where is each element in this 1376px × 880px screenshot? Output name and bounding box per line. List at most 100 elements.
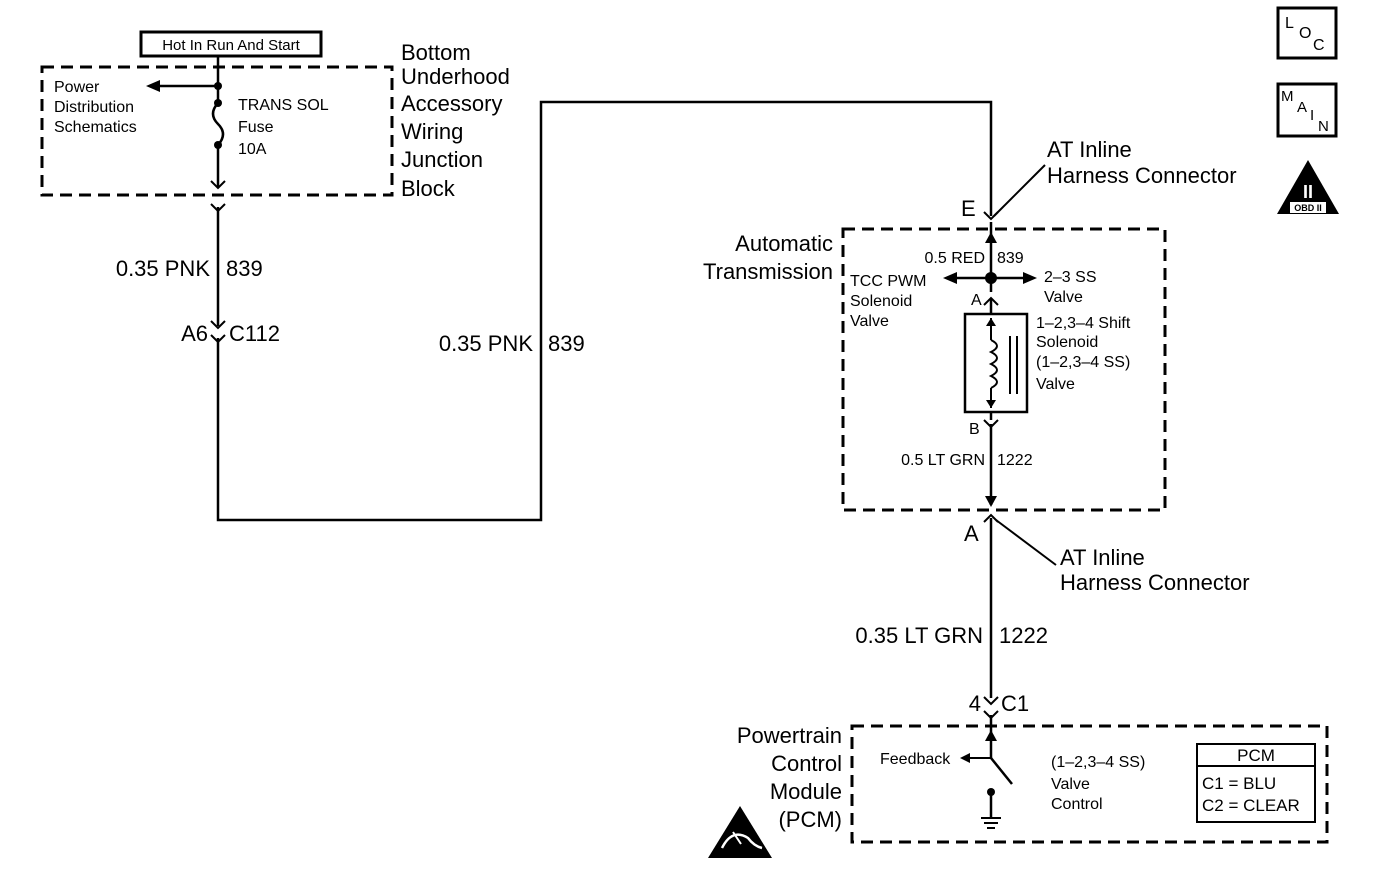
red-wire-arrowhead (985, 232, 997, 243)
solenoid-coil (988, 339, 998, 389)
c112-pin: A6 (181, 321, 208, 346)
pnk-wire-circuit: 839 (226, 256, 263, 281)
pcm-name: Powertrain Control Module (PCM) (737, 723, 842, 832)
red-wire-circuit: 839 (997, 250, 1024, 267)
solenoid-pin-b: B (969, 421, 980, 438)
inline-connector-e-pin: E (961, 196, 976, 221)
valve-control-line: Control (1051, 796, 1103, 813)
solenoid-pin-a: A (971, 292, 982, 309)
pcm-name-line: Module (770, 779, 842, 804)
solenoid-box (963, 312, 1029, 414)
inline-connector-a-pin: A (964, 521, 979, 546)
ss23-line: Valve (1044, 289, 1083, 306)
main-icon[interactable]: M A I N (1276, 82, 1338, 138)
loc-icon-letter: C (1313, 37, 1325, 54)
pcm-legend-title: PCM (1237, 746, 1275, 765)
pcm-switch-blade (990, 757, 1013, 785)
loc-icon[interactable]: L O C (1276, 6, 1338, 60)
power-distribution-line: Power (54, 79, 100, 96)
solenoid-label: 1–2,3–4 Shift Solenoid (1–2,3–4 SS) Valv… (1036, 315, 1131, 393)
fuse-block-female-terminal (210, 180, 226, 190)
pnk-wire-2-circuit: 839 (548, 331, 585, 356)
power-distribution-line: Distribution (54, 99, 134, 116)
fuse-symbol (211, 102, 225, 146)
hot-in-run-label-box (139, 30, 323, 58)
main-icon-letter: M (1281, 88, 1294, 105)
inline-connector-e-leader (993, 164, 1046, 217)
pcm-legend-box (1196, 743, 1316, 823)
power-distribution-arrowhead (146, 80, 160, 92)
lt-grn-wire-size-color: 0.5 LT GRN (901, 452, 985, 469)
inline-connector-a-label-line: AT Inline (1060, 545, 1145, 570)
obd-ii-text: OBD II (1294, 203, 1322, 213)
transmission-name-line: Transmission (703, 259, 833, 284)
inline-connector-a-label-line: Harness Connector (1060, 570, 1250, 595)
pnk-wire-2-size-color: 0.35 PNK (439, 331, 533, 356)
pcm-legend-line: C1 = BLU (1202, 774, 1276, 793)
fuse-block-name-line: Wiring (401, 119, 463, 144)
tcc-pwm-line: TCC PWM (850, 273, 926, 290)
loc-icon-letter: O (1299, 25, 1311, 42)
pnk-wire-route (216, 100, 993, 522)
valve-control-line: (1–2,3–4 SS) (1051, 754, 1145, 771)
lt-grn-wire-arrowhead (985, 496, 997, 507)
inline-connector-e-label-line: AT Inline (1047, 137, 1132, 162)
pcm-name-line: Powertrain (737, 723, 842, 748)
ss23-arrowhead (1023, 272, 1037, 284)
feedback-arrowhead (960, 753, 970, 763)
fuse-label-line: 10A (238, 141, 267, 158)
transmission-name-line: Automatic (735, 231, 833, 256)
solenoid-lead-bottom-arrow (986, 400, 996, 408)
c1-pin: 4 (969, 691, 981, 716)
main-icon-letter: A (1297, 99, 1307, 116)
fuse-block-name-line: Underhood (401, 64, 510, 89)
pcm-name-line: (PCM) (778, 807, 842, 832)
solenoid-label-line: 1–2,3–4 Shift (1036, 315, 1131, 332)
c1-name: C1 (1001, 691, 1029, 716)
pcm-outline (850, 724, 1329, 844)
fuse-block-name-line: Bottom (401, 40, 471, 65)
tcc-pwm-label: TCC PWM Solenoid Valve (850, 273, 926, 330)
hot-in-run-label: Hot In Run And Start (162, 37, 300, 54)
obd-ii-roman: II (1303, 182, 1313, 202)
fuse-label-line: Fuse (238, 119, 274, 136)
main-icon-letter: I (1310, 107, 1314, 124)
solenoid-lead-top-arrow (986, 318, 996, 326)
c112-name: C112 (229, 321, 280, 346)
power-distribution-label: Power Distribution Schematics (54, 79, 137, 136)
valve-control-line: Valve (1051, 776, 1090, 793)
splice-dot (214, 82, 222, 90)
lt-grn-wire-circuit: 1222 (997, 452, 1033, 469)
solenoid-label-line: Valve (1036, 376, 1075, 393)
solenoid-label-line: (1–2,3–4 SS) (1036, 354, 1130, 371)
c1-female-terminal (983, 696, 999, 706)
pcm-input-arrowhead (985, 730, 997, 741)
fuse-block-name: Bottom Underhood Accessory Wiring Juncti… (401, 40, 510, 201)
inline-connector-e-label-line: Harness Connector (1047, 163, 1237, 188)
transmission-outline (841, 227, 1167, 512)
main-icon-letter: N (1318, 118, 1329, 135)
solenoid-label-line: Solenoid (1036, 334, 1098, 351)
loc-icon-letter: L (1285, 15, 1294, 32)
c112-female-terminal (210, 320, 226, 330)
fuse-label-line: TRANS SOL (238, 97, 329, 114)
lt-grn-wire-2-circuit: 1222 (999, 623, 1048, 648)
lt-grn-wire-2-size-color: 0.35 LT GRN (855, 623, 983, 648)
power-distribution-line: Schematics (54, 119, 137, 136)
pnk-wire-size-color: 0.35 PNK (116, 256, 210, 281)
ss23-line: 2–3 SS (1044, 269, 1096, 286)
fuse-block-name-line: Accessory (401, 91, 502, 116)
fuse-block-name-line: Junction (401, 147, 483, 172)
valve-control-label: (1–2,3–4 SS) Valve Control (1051, 754, 1145, 813)
tcc-pwm-line: Solenoid (850, 293, 912, 310)
ss23-label: 2–3 SS Valve (1044, 269, 1096, 306)
fuse-block-name-line: Block (401, 176, 456, 201)
obd-ii-icon[interactable]: II OBD II (1277, 160, 1339, 214)
pcm-name-line: Control (771, 751, 842, 776)
inline-connector-a-terminal (983, 513, 999, 523)
feedback-label: Feedback (880, 751, 951, 768)
tcc-pwm-line: Valve (850, 313, 889, 330)
pcm-legend-line: C2 = CLEAR (1202, 796, 1300, 815)
tcc-pwm-arrowhead (943, 272, 957, 284)
